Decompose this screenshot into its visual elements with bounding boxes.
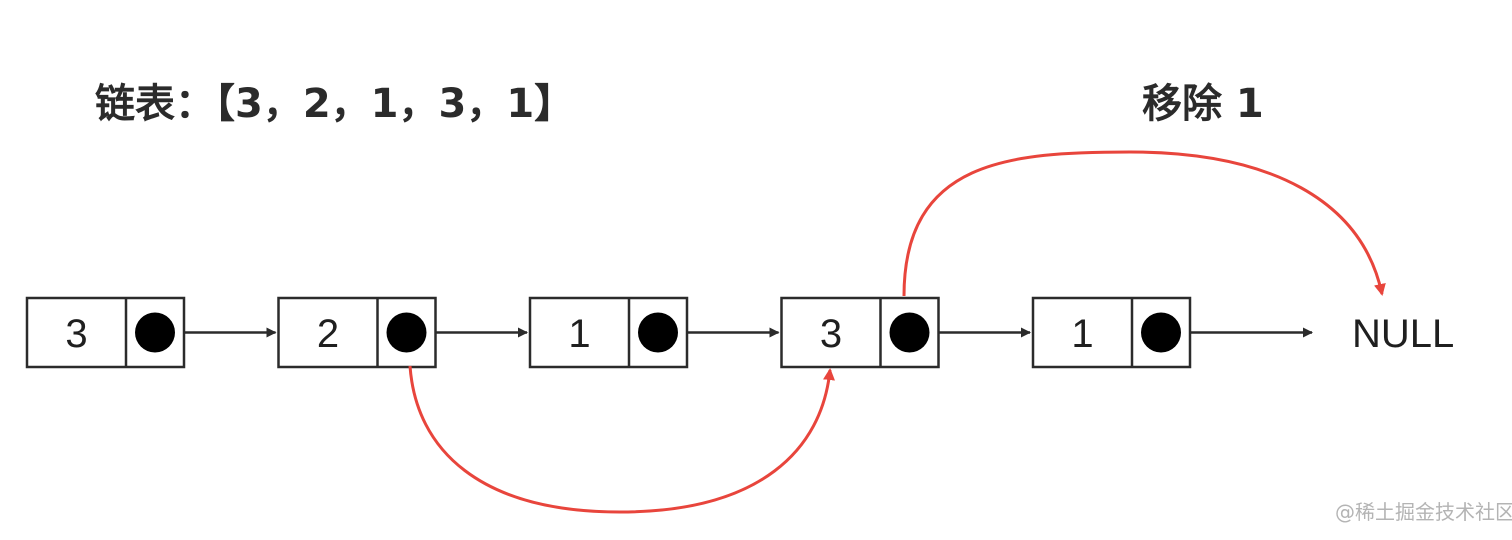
- list-node: 2: [277, 296, 437, 369]
- list-node: 1: [1031, 296, 1192, 369]
- node-value: 2: [317, 312, 339, 356]
- list-title: 链表：【3，2，1，3，1】: [95, 81, 574, 127]
- removal-bypass-arrow-lower: [408, 365, 835, 514]
- list-node: 1: [528, 296, 689, 369]
- next-pointer-dot: [386, 312, 427, 353]
- list-node: 3: [780, 296, 940, 369]
- node-value: 1: [1071, 312, 1093, 356]
- next-pointer-dot: [638, 312, 678, 353]
- node-value: 3: [65, 312, 87, 356]
- list-node: 3: [25, 296, 186, 369]
- node-value: 3: [820, 312, 842, 356]
- next-pointer-dot: [889, 312, 930, 353]
- node-value: 1: [568, 312, 590, 356]
- watermark: @稀土掘金技术社区: [1335, 500, 1512, 524]
- operation-label: 移除 1: [1142, 81, 1264, 127]
- null-terminal: NULL: [1352, 312, 1454, 356]
- next-pointer-dot: [1141, 312, 1181, 353]
- next-pointer-dot: [135, 312, 175, 353]
- nodes-layer: 3 2 1 3 1: [25, 296, 1192, 369]
- removal-bypass-arrow-upper: [902, 150, 1386, 297]
